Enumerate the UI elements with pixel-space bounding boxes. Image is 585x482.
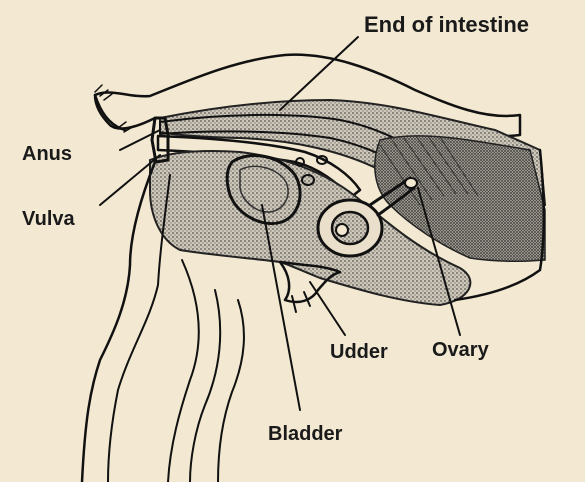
label-end-of-intestine: End of intestine (364, 12, 529, 37)
leg-contour-3 (218, 300, 244, 482)
label-ovary: Ovary (432, 339, 490, 361)
leg-contour-2 (190, 290, 220, 482)
label-udder: Udder (330, 341, 388, 363)
label-anus: Anus (22, 143, 72, 165)
hind-leg-outline (82, 162, 155, 482)
label-vulva: Vulva (22, 208, 75, 230)
label-bladder: Bladder (268, 423, 343, 445)
leader-udder (310, 282, 345, 335)
leader-end-of-intestine (280, 37, 358, 110)
leg-contour-1 (168, 260, 199, 482)
